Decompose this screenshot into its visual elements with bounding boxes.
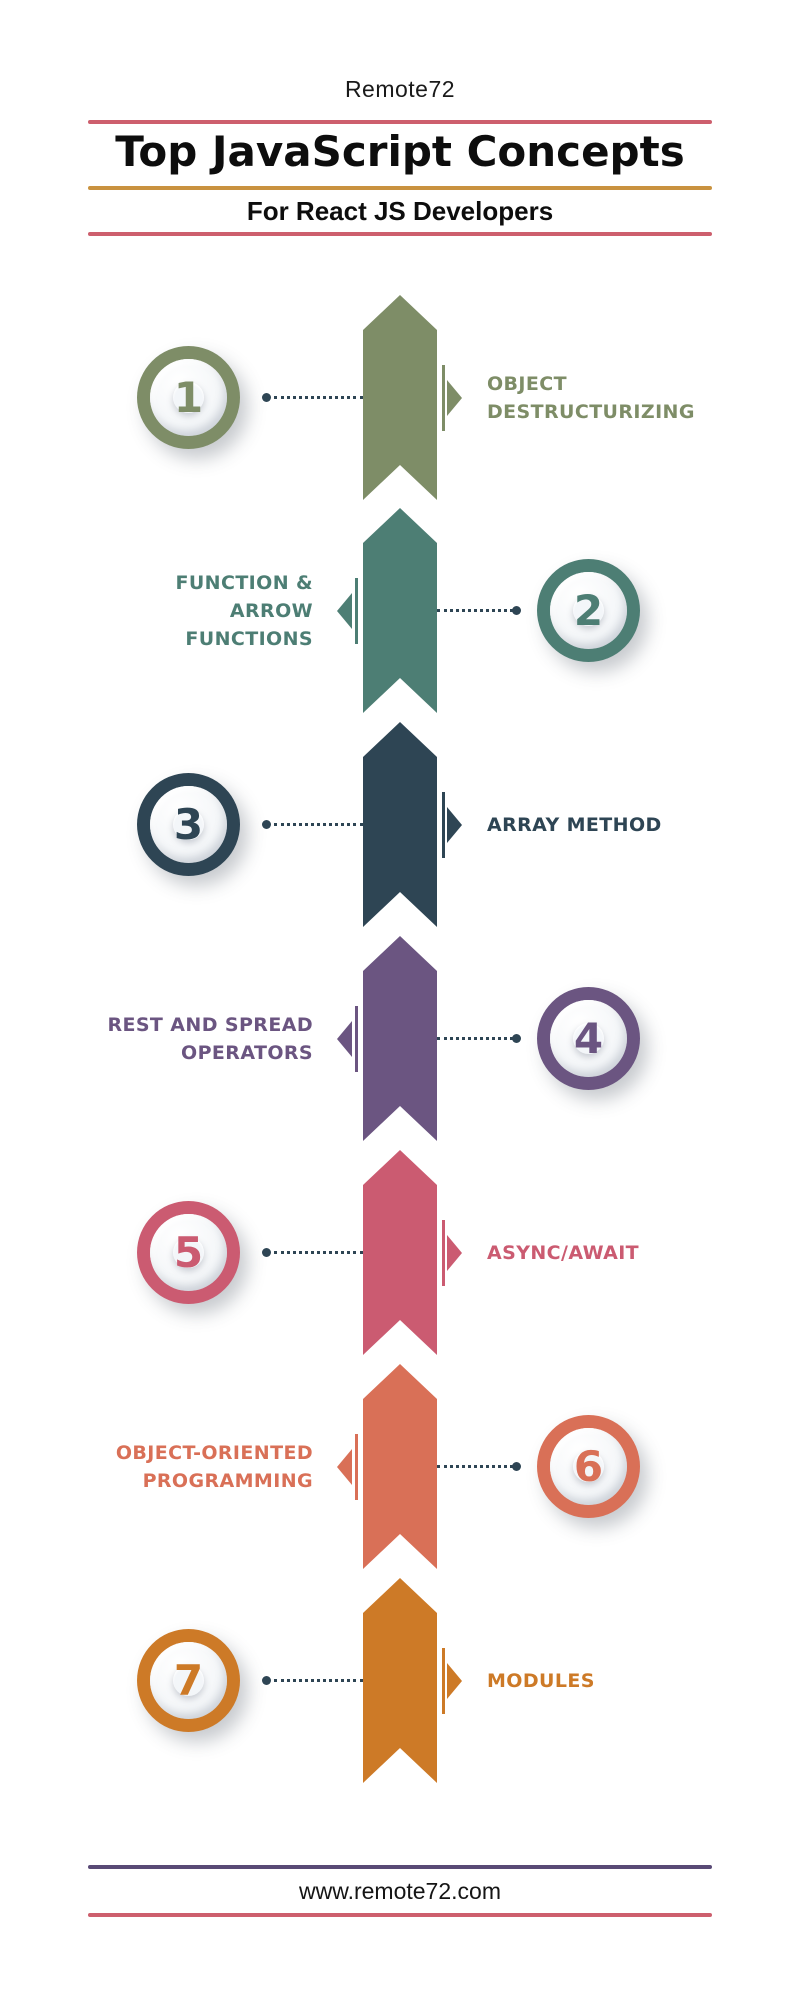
- dotted-connector: [274, 396, 363, 399]
- header-divider-bottom: [88, 232, 712, 236]
- item-number: 5: [173, 1227, 204, 1277]
- item-number-badge: 2: [537, 559, 640, 662]
- badge-inner-ring: 2: [550, 572, 627, 649]
- item-number: 1: [173, 372, 204, 422]
- chevron-banner-icon: [363, 936, 437, 1141]
- item-number-badge: 3: [137, 773, 240, 876]
- item-number: 7: [173, 1655, 204, 1705]
- connector-dot-icon: [262, 820, 271, 829]
- header-divider-middle: [88, 186, 712, 190]
- chevron-banner-icon: [363, 508, 437, 713]
- badge-inner-ring: 7: [150, 1642, 227, 1719]
- pointer-triangle-icon: [447, 380, 462, 416]
- item-label: ASYNC/AWAIT: [487, 1241, 640, 1264]
- dotted-connector: [274, 1251, 363, 1254]
- timeline-item: 5 ASYNC/AWAIT: [0, 1150, 800, 1355]
- chevron-banner-icon: [363, 1364, 437, 1569]
- connector-dot-icon: [512, 1462, 521, 1471]
- chevron-banner-icon: [363, 1150, 437, 1355]
- connector-dot-icon: [512, 606, 521, 615]
- dotted-connector: [437, 609, 513, 612]
- pointer-triangle-icon: [447, 1235, 462, 1271]
- dotted-connector: [437, 1465, 513, 1468]
- dotted-connector: [437, 1037, 513, 1040]
- badge-inner-ring: 1: [150, 359, 227, 436]
- timeline-item: 3 ARRAY METHOD: [0, 722, 800, 927]
- badge-core: 7: [173, 1659, 204, 1701]
- item-number: 3: [173, 799, 204, 849]
- item-number-badge: 7: [137, 1629, 240, 1732]
- pointer-triangle-icon: [447, 807, 462, 843]
- header-divider-top: [88, 120, 712, 124]
- item-number-badge: 5: [137, 1201, 240, 1304]
- item-number: 4: [573, 1013, 604, 1063]
- chevron-banner-icon: [363, 295, 437, 500]
- pointer-triangle-icon: [337, 593, 352, 629]
- item-label: ARRAY METHOD: [487, 813, 662, 836]
- chevron-banner-icon: [363, 722, 437, 927]
- connector-dot-icon: [262, 1676, 271, 1685]
- badge-core: 5: [173, 1231, 204, 1273]
- badge-core: 1: [173, 376, 204, 418]
- item-number: 6: [573, 1441, 604, 1491]
- badge-inner-ring: 3: [150, 786, 227, 863]
- pointer-bar: [355, 1434, 358, 1500]
- page-subtitle: For React JS Developers: [246, 196, 554, 226]
- pointer-bar: [442, 1220, 445, 1286]
- connector-dot-icon: [512, 1034, 521, 1043]
- pointer-triangle-icon: [337, 1021, 352, 1057]
- item-number-badge: 6: [537, 1415, 640, 1518]
- item-number-badge: 4: [537, 987, 640, 1090]
- item-number: 2: [573, 585, 604, 635]
- badge-core: 3: [173, 803, 204, 845]
- badge-inner-ring: 5: [150, 1214, 227, 1291]
- page-title: Top JavaScript Concepts: [115, 127, 685, 176]
- footer-divider-top: [88, 1865, 712, 1869]
- pointer-bar: [355, 1006, 358, 1072]
- connector-dot-icon: [262, 1248, 271, 1257]
- pointer-bar: [355, 578, 358, 644]
- timeline-item: 7 MODULES: [0, 1578, 800, 1783]
- item-label: MODULES: [487, 1669, 595, 1692]
- footer-divider-bottom: [88, 1913, 712, 1917]
- brand-text: Remote72: [344, 76, 456, 102]
- connector-dot-icon: [262, 393, 271, 402]
- item-number-badge: 1: [137, 346, 240, 449]
- chevron-banner-icon: [363, 1578, 437, 1783]
- badge-core: 6: [573, 1445, 604, 1487]
- badge-core: 2: [573, 589, 604, 631]
- pointer-triangle-icon: [447, 1663, 462, 1699]
- badge-core: 4: [573, 1017, 604, 1059]
- dotted-connector: [274, 823, 363, 826]
- pointer-triangle-icon: [337, 1449, 352, 1485]
- dotted-connector: [274, 1679, 363, 1682]
- website-url: www.remote72.com: [299, 1878, 501, 1904]
- pointer-bar: [442, 1648, 445, 1714]
- badge-inner-ring: 6: [550, 1428, 627, 1505]
- pointer-bar: [442, 792, 445, 858]
- pointer-bar: [442, 365, 445, 431]
- badge-inner-ring: 4: [550, 1000, 627, 1077]
